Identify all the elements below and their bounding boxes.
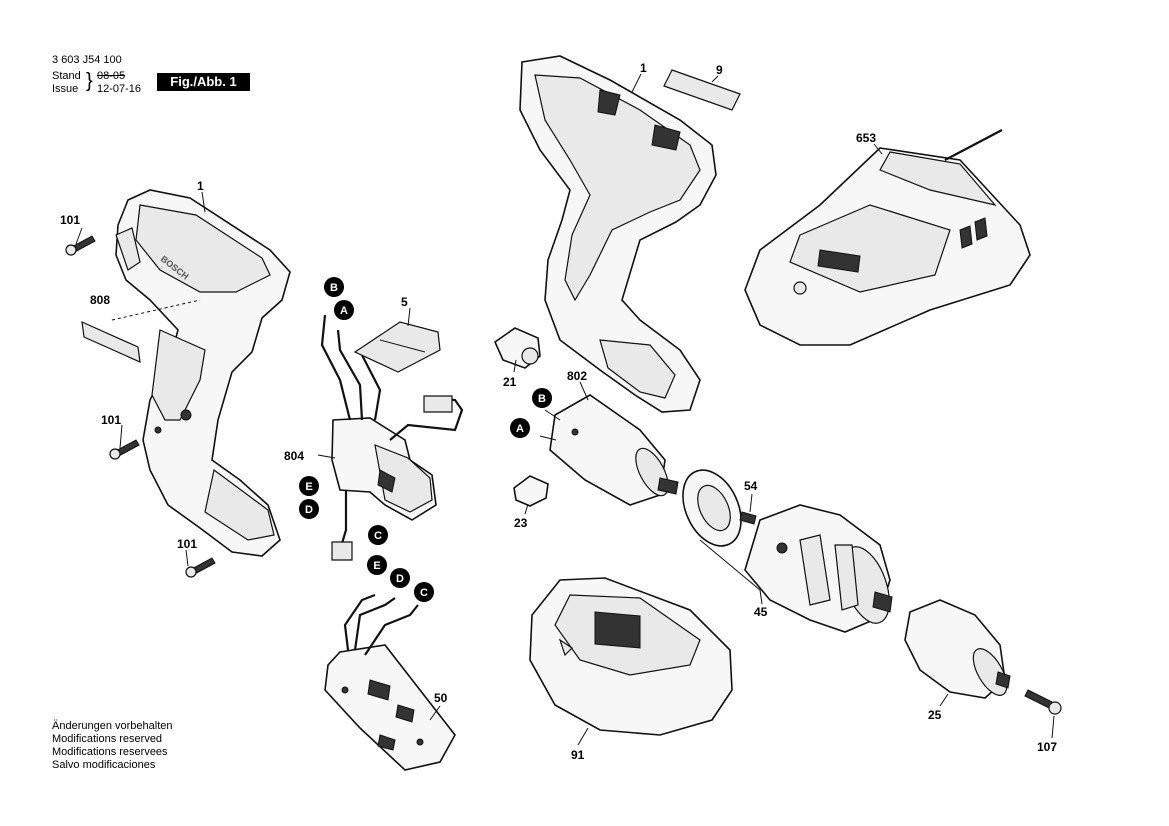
battery-91-part bbox=[529, 577, 733, 736]
badge-e-board: E bbox=[373, 560, 380, 572]
part-label-91: 91 bbox=[571, 748, 585, 762]
motor-802-part bbox=[539, 394, 679, 506]
badge-b-motor-circle bbox=[532, 388, 552, 408]
badge-e-switch: E bbox=[305, 481, 312, 493]
note-en: Modifications reserved bbox=[52, 733, 163, 745]
badge-e-board-circle bbox=[367, 555, 387, 575]
charger-653-part bbox=[744, 129, 1031, 346]
part-23 bbox=[513, 475, 549, 507]
issue-date: 12-07-16 bbox=[97, 83, 142, 95]
part-label-101-middle: 101 bbox=[101, 413, 121, 427]
gear-ring-part bbox=[682, 469, 742, 547]
part-label-5: 5 bbox=[401, 295, 408, 309]
stand-label: Stand bbox=[52, 70, 81, 82]
part-label-50: 50 bbox=[434, 691, 448, 705]
screw-101-bottom bbox=[185, 557, 216, 578]
note-fr: Modifications reservees bbox=[52, 746, 168, 758]
stand-date: 08-05 bbox=[97, 70, 126, 82]
badge-d-board-circle bbox=[390, 568, 410, 588]
chuck-25-part bbox=[904, 599, 1011, 699]
leader-lines bbox=[75, 73, 1055, 746]
part-label-45: 45 bbox=[754, 605, 768, 619]
screw-107 bbox=[1024, 689, 1062, 715]
badge-e-switch-circle bbox=[299, 476, 319, 496]
badge-d-board: D bbox=[396, 573, 404, 585]
badge-a-wire: A bbox=[340, 305, 348, 317]
housing-left-part: BOSCH bbox=[115, 189, 291, 557]
part-label-101-bottom: 101 bbox=[177, 537, 197, 551]
note-de: Änderungen vorbehalten bbox=[52, 720, 173, 732]
part-label-23: 23 bbox=[514, 516, 528, 530]
badge-d-switch-circle bbox=[299, 499, 319, 519]
badge-d-switch: D bbox=[305, 504, 313, 516]
screw-101-middle bbox=[109, 439, 140, 460]
badge-a-wire-circle bbox=[334, 300, 354, 320]
part-label-808: 808 bbox=[90, 293, 110, 307]
switch-804-part bbox=[320, 314, 464, 561]
badge-b-wire: B bbox=[330, 282, 338, 294]
part-label-9: 9 bbox=[716, 63, 723, 77]
part-label-107: 107 bbox=[1037, 740, 1057, 754]
part-label-1-left: 1 bbox=[197, 179, 204, 193]
pcb-50-part bbox=[324, 593, 456, 771]
part-label-804: 804 bbox=[284, 449, 304, 463]
part-number: 3 603 J54 100 bbox=[52, 54, 122, 66]
part-label-653: 653 bbox=[856, 131, 876, 145]
badge-a-motor-circle bbox=[510, 418, 530, 438]
brace-icon: } bbox=[86, 70, 93, 92]
label-808-part bbox=[81, 299, 201, 363]
badge-b-motor: B bbox=[538, 393, 546, 405]
badge-b-wire-circle bbox=[324, 277, 344, 297]
part-label-25: 25 bbox=[928, 708, 942, 722]
part-label-21: 21 bbox=[503, 375, 517, 389]
housing-right-part bbox=[519, 55, 717, 413]
gearbox-45-part bbox=[699, 504, 893, 633]
screw-101-top bbox=[65, 235, 96, 256]
label-9-part bbox=[663, 69, 741, 111]
part-label-802: 802 bbox=[567, 369, 587, 383]
part-label-101-top: 101 bbox=[60, 213, 80, 227]
part-label-1-right: 1 bbox=[640, 61, 647, 75]
figure-label: Fig./Abb. 1 bbox=[157, 73, 250, 91]
part-21 bbox=[494, 327, 541, 369]
issue-label: Issue bbox=[52, 83, 79, 95]
badge-c-switch: C bbox=[374, 530, 382, 542]
label-5-part bbox=[353, 321, 441, 373]
badge-a-motor: A bbox=[516, 423, 524, 435]
screw-54 bbox=[739, 511, 757, 525]
badge-c-board-circle bbox=[414, 582, 434, 602]
badge-c-board: C bbox=[420, 587, 428, 599]
note-es: Salvo modificaciones bbox=[52, 759, 156, 771]
badge-c-switch-circle bbox=[368, 525, 388, 545]
part-label-54: 54 bbox=[744, 479, 758, 493]
